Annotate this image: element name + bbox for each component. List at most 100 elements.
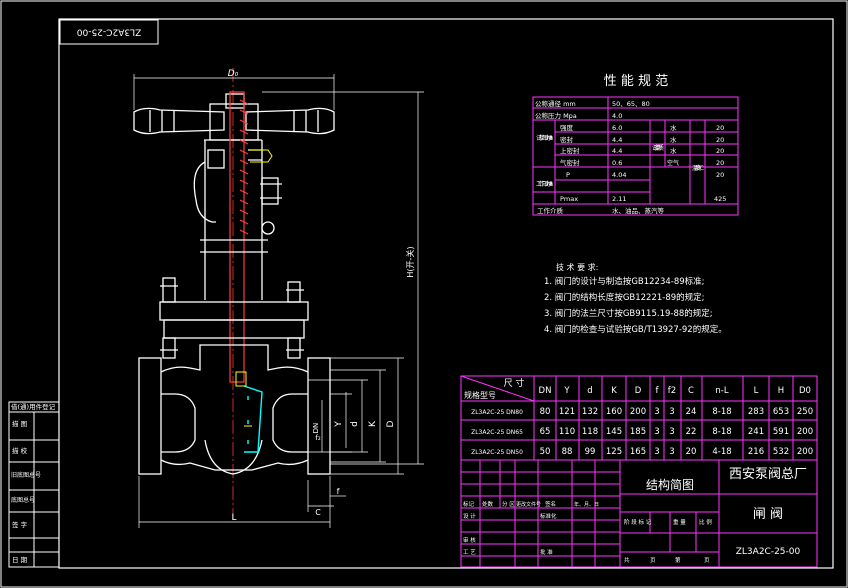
dim-row-model: ZL3A2C-25 DN50 <box>471 449 523 456</box>
perf-work-temp: 20 <box>716 171 724 179</box>
sidebar-label: 描 校 <box>12 446 28 455</box>
valve-body <box>138 344 331 475</box>
perf-test-temp: 20 <box>716 159 724 167</box>
role-label: 审 核 <box>463 536 476 544</box>
sidebar-label: 签 字 <box>12 520 28 529</box>
dim-row-cell: 8-18 <box>712 427 731 437</box>
perf-label: 公称压力 Mpa <box>535 111 577 120</box>
dim-header: D0 <box>799 386 811 396</box>
sheet-info: 页 <box>650 557 656 564</box>
perf-work-name: Pmax <box>560 195 578 203</box>
dim-label-d0: D₀ <box>228 69 239 79</box>
dim-row-cell: 50 <box>540 447 551 457</box>
sheet-info: 第 <box>675 556 681 564</box>
perf-test-temp: 20 <box>716 136 724 144</box>
perf-test-medium: 水 <box>670 135 677 144</box>
dim-row-cell: 65 <box>540 427 551 437</box>
perf-work-value: 2.11 <box>612 195 626 203</box>
title-company: 西安泵阀总厂 <box>729 467 807 482</box>
title-drawing-name: 结构简图 <box>646 477 694 492</box>
approve-label: 批 准 <box>540 548 553 556</box>
tech-item: 1. 阀门的设计与制造按GB12234-89标准; <box>544 276 705 287</box>
dim-row-cell: 591 <box>773 427 789 437</box>
perf-medium-label: 工作介质 <box>537 206 564 215</box>
rev-header: 年、月、日 <box>574 501 599 508</box>
sidebar-label: 旧底图总号 <box>11 471 41 479</box>
dim-header: f <box>656 386 660 396</box>
dim-label-f: f <box>337 487 340 496</box>
rev-header: 更改文件号 <box>516 501 541 508</box>
dim-row-cell: 110 <box>559 427 575 437</box>
dim-header: n-L <box>715 386 728 396</box>
sheet-info: 页 <box>704 557 710 564</box>
sidebar-label: 描 图 <box>12 419 27 428</box>
dim-row-cell: 118 <box>582 427 598 437</box>
dim-row-cell: 3 <box>669 427 674 437</box>
dim-header: L <box>754 386 759 396</box>
dim-row-cell: 3 <box>669 447 674 457</box>
dim-row-cell: 185 <box>630 427 646 437</box>
perf-medium-value: 水、油品、蒸汽等 <box>612 206 665 215</box>
title-part-name: 闸 阀 <box>753 507 783 522</box>
rev-header: 签名 <box>545 500 556 508</box>
dim-row-cell: 200 <box>797 447 813 457</box>
dim-row-cell: 241 <box>748 427 764 437</box>
perf-value: 50、65、80 <box>612 100 650 108</box>
sheet-info: 共 <box>624 556 630 564</box>
dim-label-y: Y <box>334 421 344 428</box>
perf-test-medium: 空气 <box>667 159 679 167</box>
dim-row-cell: 20 <box>686 447 697 457</box>
perf-group-work: 工作压力 MPa <box>536 180 553 188</box>
dim-label-h: H(开-关) <box>405 246 415 277</box>
dim-label-k: K <box>368 420 378 427</box>
sidebar-label: 日 期 <box>12 556 28 564</box>
dim-row-cell: 250 <box>797 407 813 417</box>
dim-label-l: L <box>231 513 236 523</box>
perf-test-name: 强度 <box>560 123 574 132</box>
perf-work-name: P <box>566 171 570 179</box>
title-code: ZL3A2C-25-00 <box>736 547 801 557</box>
dim-row-cell: 200 <box>797 427 813 437</box>
code-box-text: ZL3A2C-25-00 <box>76 27 141 37</box>
perf-label: 公称通径 mm <box>535 99 576 108</box>
dim-row-cell: 99 <box>585 447 596 457</box>
dim-header: Y <box>563 386 570 396</box>
sidebar-label: 底图总号 <box>11 496 35 504</box>
performance-table <box>532 96 739 216</box>
dim-header: C <box>688 386 694 396</box>
dim-row-cell: 216 <box>748 447 764 457</box>
role-label: 设 计 <box>463 512 476 520</box>
tech-title: 技 术 要 求: <box>556 262 598 272</box>
dim-row-cell: 121 <box>559 407 575 417</box>
inner-details <box>235 371 252 427</box>
dim-row-cell: 165 <box>630 447 646 457</box>
dim-row-cell: 3 <box>654 407 659 417</box>
perf-test-name: 上密封 <box>560 146 580 155</box>
perf-test-value: 4.4 <box>612 136 622 144</box>
dim-row-cell: 88 <box>562 447 573 457</box>
perf-work-value: 4.04 <box>612 171 626 179</box>
dim-row-model: ZL3A2C-25 DN65 <box>471 429 523 436</box>
stage-header: 比 例 <box>699 518 712 526</box>
dim-label-dn: DN <box>312 423 320 434</box>
dim-header: DN <box>539 386 552 396</box>
tech-item: 2. 阀门的结构长度按GB12221-89的规定; <box>544 292 705 303</box>
dim-header: d <box>587 386 592 396</box>
dim-table-corner-top: 尺 寸 <box>504 377 525 389</box>
perf-test-medium: 水 <box>670 123 677 132</box>
rev-header: 处数 <box>482 500 494 508</box>
valve-drawing: D₀ H(开-关) D K d Y DN L C f f₂ <box>133 68 424 528</box>
dim-row-cell: 145 <box>606 427 622 437</box>
perf-test-value: 0.6 <box>612 159 622 167</box>
left-sidebar <box>8 401 60 568</box>
bonnet <box>159 230 309 359</box>
dim-row-cell: 653 <box>773 407 789 417</box>
perf-test-name: 密封 <box>560 135 574 144</box>
dim-row-cell: 80 <box>540 407 551 417</box>
handwheel <box>133 93 335 141</box>
perf-test-name: 气密封 <box>560 158 580 167</box>
stage-header: 重 量 <box>673 518 686 526</box>
dim-row-cell: 532 <box>773 447 789 457</box>
